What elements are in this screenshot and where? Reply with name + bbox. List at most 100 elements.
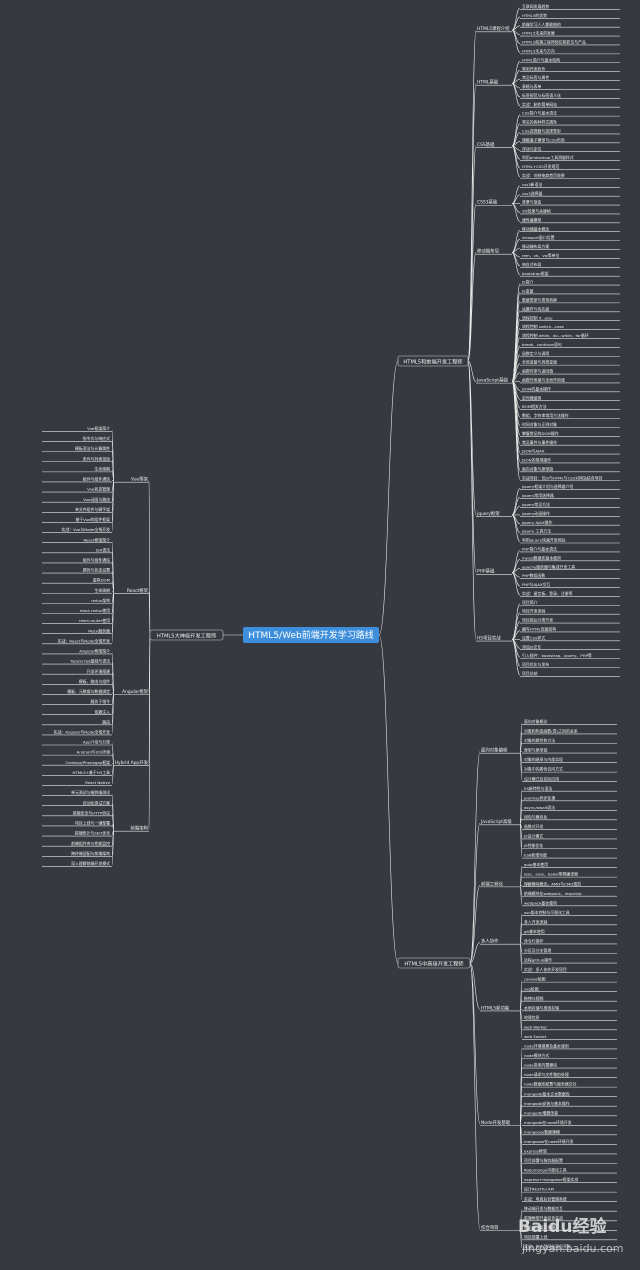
leaf-item-label[interactable]: jquery 工具方法 — [521, 529, 551, 534]
leaf-item-label[interactable]: ES新特性与语法 — [524, 786, 552, 791]
leaf-item-label[interactable]: PHP数组函数 — [522, 573, 545, 578]
leaf-item-label[interactable]: 前端安全与HTTP协议 — [73, 810, 110, 815]
leaf-item-label[interactable]: jquery常用选择器 — [521, 493, 554, 498]
leaf-item-label[interactable]: redux架构 — [91, 598, 110, 603]
leaf-item-label[interactable]: 项目部署与服务器配置 — [524, 1158, 563, 1163]
leaf-item-label[interactable]: 依赖注入 — [94, 709, 110, 714]
leaf-item-label[interactable]: node常用内置模块 — [524, 1063, 557, 1068]
group-node-label[interactable]: HTML基础 — [477, 79, 499, 86]
leaf-item-label[interactable]: 利用photoshop工具测量样式 — [522, 155, 574, 160]
leaf-item-label[interactable]: mongodb基本文本数据库 — [524, 1091, 570, 1096]
leaf-item-label[interactable]: HTML5未来的发展 — [522, 31, 555, 36]
root-node[interactable]: HTML5/Web前端开发学习路线 — [243, 627, 379, 643]
leaf-item-label[interactable]: gulp基本使用 — [524, 862, 548, 867]
leaf-item-label[interactable]: canvas绘图 — [524, 977, 546, 982]
leaf-item-label[interactable]: JSON的常用操作 — [521, 458, 551, 463]
leaf-item-label[interactable]: PHP与AJAX交互 — [522, 582, 550, 587]
leaf-item-label[interactable]: 项目总结 — [522, 671, 538, 676]
leaf-item-label[interactable]: 基于Vue的组件框架 — [76, 517, 111, 522]
leaf-item-label[interactable]: 常见标签与属性 — [522, 75, 549, 80]
leaf-item-label[interactable]: apache服务器与集成开发工具 — [522, 564, 575, 569]
leaf-item-label[interactable]: Robomongo可视化工具 — [524, 1168, 567, 1173]
leaf-item-label[interactable]: 项目开发流程 — [522, 609, 545, 614]
leaf-item-label[interactable]: Vue框架简介 — [87, 426, 110, 431]
leaf-item-label[interactable]: 项目前后分离开发 — [522, 618, 553, 623]
leaf-item-label[interactable]: 前端模块化webpack、requirejs — [524, 891, 582, 896]
leaf-item-label[interactable]: 分区及分支管理 — [524, 948, 551, 953]
leaf-item-label[interactable]: 条件与列表渲染 — [83, 456, 110, 461]
leaf-item-label[interactable]: express框架 — [524, 1149, 547, 1154]
leaf-item-label[interactable]: PHP简介与基本语法 — [522, 546, 557, 551]
leaf-item-label[interactable]: web Worker — [524, 1024, 547, 1029]
leaf-item-label[interactable]: 函数定义与调用 — [522, 351, 549, 356]
leaf-item-label[interactable]: node请求与文件路由处理 — [524, 1072, 569, 1077]
leaf-item-label[interactable]: 设计模式及实际应用 — [524, 776, 559, 781]
leaf-item-label[interactable]: 面向对象与原型链 — [522, 466, 553, 471]
branch-node-label[interactable]: HTML5和前端开发工程师 — [403, 358, 462, 366]
leaf-item-label[interactable]: jquery动画操作 — [521, 511, 550, 516]
leaf-item-label[interactable]: 设置CSS样式 — [522, 635, 545, 640]
leaf-item-label[interactable]: bootstrap框架 — [522, 271, 549, 276]
leaf-item-label[interactable]: 实战：React与Node全栈开发 — [58, 638, 110, 643]
leaf-item-label[interactable]: mysql数据库基本使用 — [522, 555, 561, 560]
leaf-item-label[interactable]: mongodb增删改查 — [524, 1110, 558, 1115]
leaf-item-label[interactable]: ES6新增功能 — [524, 853, 547, 858]
leaf-item-label[interactable]: Vue动画与路由 — [83, 497, 110, 502]
leaf-item-label[interactable]: 组件与组件通信 — [83, 477, 110, 482]
leaf-item-label[interactable]: HTML5的优势 — [522, 13, 547, 18]
leaf-item-label[interactable]: 实战：多人协作开发项目 — [524, 967, 567, 972]
leaf-item-label[interactable]: 背景与渐变 — [522, 200, 542, 205]
leaf-item-label[interactable]: 远程github操作 — [524, 958, 552, 963]
leaf-item-label[interactable]: 项目部署上线 — [524, 1234, 547, 1239]
leaf-item-label[interactable]: 理解模块概念，AMD与CMD规范 — [524, 881, 581, 886]
leaf-item-label[interactable]: 模板语法与计算属性 — [75, 446, 110, 451]
leaf-item-label[interactable]: 利用jquery快速开发网站 — [522, 538, 566, 543]
group-node-label[interactable]: 多人协作 — [481, 938, 499, 945]
leaf-item-label[interactable]: 项目优化与发布 — [522, 662, 549, 667]
leaf-item-label[interactable]: 对象和构造函数(类)之间的关系 — [524, 729, 578, 734]
group-node-label[interactable]: HTML5课程介绍 — [477, 25, 510, 32]
leaf-item-label[interactable]: 掌握常见的DOM操作 — [522, 431, 559, 436]
leaf-item-label[interactable]: jquery框架介绍与选择器介绍 — [521, 484, 573, 489]
leaf-item-label[interactable]: React框架简介 — [83, 537, 110, 542]
leaf-item-label[interactable]: 实战：制作简单网站 — [522, 102, 557, 107]
leaf-item-label[interactable]: mongodb在node环境开发 — [524, 1120, 572, 1125]
leaf-item-label[interactable]: 地理信息 — [524, 1015, 540, 1020]
leaf-item-label[interactable]: HTML5前端工程师岗位和职位与产品 — [522, 40, 586, 45]
leaf-item-label[interactable]: 常见的各种样式属性 — [522, 120, 557, 125]
leaf-item-label[interactable]: JS设计模式 — [523, 834, 543, 839]
leaf-item-label[interactable]: 数组、字符串常用方法操作 — [522, 413, 569, 418]
leaf-item-label[interactable]: 实战：仿制电商首页效果 — [522, 173, 565, 178]
leaf-item-label[interactable]: 原型与原型链 — [524, 748, 547, 753]
leaf-item-label[interactable]: 流程控制 switch...case — [522, 324, 564, 329]
leaf-item-label[interactable]: 运算符与优先级 — [522, 306, 549, 311]
leaf-item-label[interactable]: JS简介 — [521, 280, 534, 285]
leaf-item-label[interactable]: css3选择器 — [522, 191, 542, 196]
group-node-label[interactable]: 移动端布局 — [477, 248, 499, 255]
leaf-item-label[interactable]: JSX语法 — [95, 547, 110, 552]
leaf-item-label[interactable]: node数据库配置与服务器交互 — [524, 1082, 577, 1087]
leaf-item-label[interactable]: 跨终端适配与前端架构 — [71, 851, 110, 856]
group-node-label[interactable]: 面向对象编程 — [481, 747, 508, 754]
leaf-item-label[interactable]: 时间对象与正则对象 — [522, 422, 557, 427]
leaf-item-label[interactable]: async/await语法 — [524, 805, 555, 810]
leaf-item-label[interactable]: HTML+CSS开发规范 — [522, 164, 559, 169]
group-node-label[interactable]: PHP基础 — [477, 568, 495, 575]
leaf-item-label[interactable]: JS性能优化 — [523, 843, 543, 848]
group-node-label[interactable]: 前端工程化 — [481, 880, 504, 887]
leaf-item-label[interactable]: JSON与AJAX — [521, 449, 545, 454]
group-node-label[interactable]: CSS3基础 — [477, 199, 498, 206]
leaf-item-label[interactable]: 前后端分离开发模式 — [524, 1225, 559, 1230]
leaf-item-label[interactable]: 项目简介 — [522, 600, 538, 605]
leaf-item-label[interactable]: Angular框架简介 — [79, 649, 110, 654]
leaf-item-label[interactable]: 前端框架开发综合实战 — [524, 1215, 563, 1220]
leaf-item-label[interactable]: HTML5+基于H5工具 — [72, 770, 110, 775]
leaf-item-label[interactable]: TypeScript基础与语法 — [69, 659, 110, 664]
leaf-item-label[interactable]: 模板、路由与组件 — [79, 679, 110, 684]
group-node-label[interactable]: JavaScript基础 — [476, 377, 508, 384]
leaf-item-label[interactable]: 移动端布局方案 — [522, 244, 549, 249]
leaf-item-label[interactable]: 编写HTML页面结构 — [522, 627, 556, 632]
leaf-item-label[interactable]: App介绍与分类 — [83, 740, 110, 745]
leaf-item-label[interactable]: 全局变量与局部变量 — [522, 360, 557, 365]
leaf-item-label[interactable]: mongodb安装与基本操作 — [524, 1101, 570, 1106]
